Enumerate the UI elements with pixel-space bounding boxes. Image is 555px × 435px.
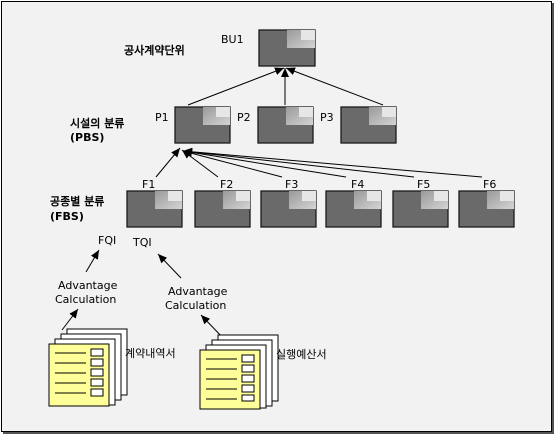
fbs-title: 공종별 분류 [50,195,104,208]
arrow-doc-to-calc-left [61,308,79,331]
doc-left-label: 계약내역서 [125,346,176,360]
fbs-label-f6: F6 [483,178,496,191]
calc-right-line2: Calculation [165,299,226,312]
pbs-subtitle: (PBS) [70,131,104,144]
arrow-f4-to-p1 [182,148,347,178]
pbs-title: 시설의 분류 [70,116,124,130]
pbs-label-p2: P2 [237,111,251,124]
tqi-label: TQI [132,236,152,249]
arrow-calc-to-tqi [157,253,182,279]
fbs-label-f4: F4 [351,178,364,191]
pbs-node-p1 [174,106,231,144]
arrow-f6-to-p1 [182,147,483,178]
arrow-f5-to-p1 [182,148,415,178]
arrow-f3-to-p1 [182,149,283,178]
pbs-node-p3 [340,106,397,144]
arrow-calc-to-fqi [85,249,100,273]
arrow-f1-to-p1 [155,147,181,178]
calc-left-line1: Advantage [58,279,118,292]
fbs-label-f2: F2 [220,178,233,191]
fbs-node-f1 [126,190,183,228]
root-node-bu1 [258,29,316,67]
arrow-p1-to-bu1 [187,67,285,106]
document-stack-left [48,328,128,407]
fbs-label-f1: F1 [142,178,155,191]
document-stack-right [199,334,279,410]
fbs-node-f2 [194,190,251,228]
root-side-label: 공사계약단위 [124,43,185,57]
fbs-node-f4 [325,190,382,228]
calc-right-line1: Advantage [168,285,228,298]
pbs-label-p3: P3 [320,111,334,124]
pbs-label-p1: P1 [155,111,169,124]
fbs-label-f3: F3 [285,178,298,191]
arrow-p3-to-bu1 [285,67,384,106]
doc-right-label: 실행예산서 [276,348,327,361]
root-box-label: BU1 [221,33,244,46]
fbs-node-f5 [392,190,449,228]
fqi-label: FQI [98,234,116,247]
fbs-label-f5: F5 [417,178,430,191]
fbs-subtitle: (FBS) [50,210,84,223]
fbs-node-f6 [458,190,515,228]
fbs-node-f3 [260,190,317,228]
pbs-node-p2 [257,106,314,144]
calc-left-line2: Calculation [55,293,116,306]
